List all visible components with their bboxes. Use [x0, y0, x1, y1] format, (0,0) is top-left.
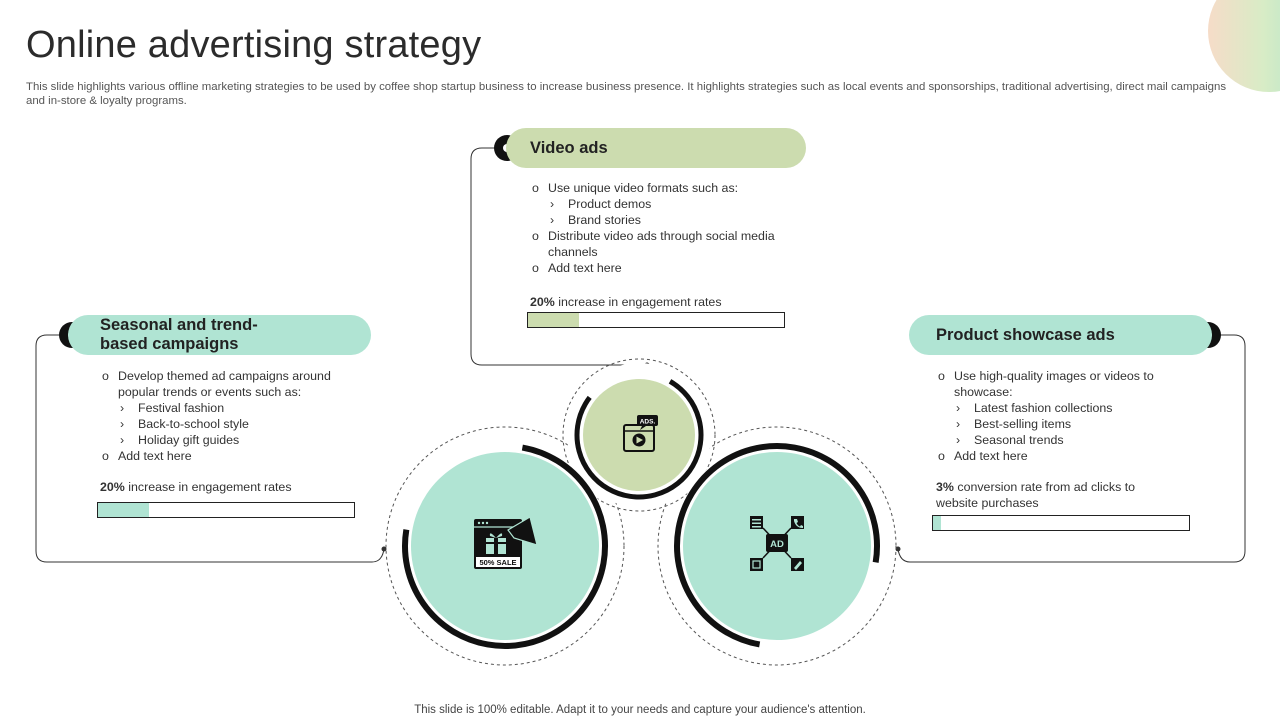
- video-ads-progress-fill: [528, 313, 580, 327]
- connector-end-dot: [895, 546, 901, 552]
- list-item: Latest fashion collections: [936, 400, 1206, 416]
- seasonal-title: Seasonal and trend-based campaigns: [100, 316, 258, 353]
- list-item: Add text here: [530, 260, 800, 276]
- list-item: Distribute video ads through social medi…: [530, 228, 800, 260]
- seasonal-bullets: Develop themed ad campaigns aroundpopula…: [100, 368, 370, 464]
- footer-note: This slide is 100% editable. Adapt it to…: [414, 704, 866, 716]
- product-showcase-bullets: Use high-quality images or videos toshow…: [936, 368, 1206, 464]
- ad-network-icon: AD: [750, 516, 804, 571]
- product-showcase-header: Product showcase ads: [909, 315, 1212, 355]
- ad-icon-label: AD: [770, 539, 784, 550]
- list-item: Seasonal trends: [936, 432, 1206, 448]
- product-showcase-title: Product showcase ads: [936, 325, 1115, 344]
- product-showcase-progress-bar: [932, 515, 1190, 531]
- ring-right: [673, 443, 880, 649]
- video-ads-title: Video ads: [530, 138, 608, 157]
- dashed-ring-right: [657, 426, 897, 666]
- list-item: Use high-quality images or videos toshow…: [936, 368, 1206, 400]
- dashed-ring-left: [385, 426, 625, 666]
- video-ads-bullets: Use unique video formats such as: Produc…: [530, 180, 800, 276]
- page-subtitle: This slide highlights various offline ma…: [26, 81, 1227, 107]
- list-item: Add text here: [936, 448, 1206, 464]
- connector-product: [897, 334, 1246, 563]
- connector-video: [470, 147, 647, 366]
- list-item: Product demos: [530, 196, 800, 212]
- list-item: Festival fashion: [100, 400, 370, 416]
- ads-icon-label: ADS.: [640, 419, 656, 426]
- page-title: Online advertising strategy: [26, 24, 482, 66]
- list-item: Use unique video formats such as:: [530, 180, 800, 196]
- seasonal-stat: 20% increase in engagement rates: [100, 480, 292, 494]
- ring-left: [402, 443, 608, 649]
- sale-icon-label: 50% SALE: [479, 558, 516, 567]
- seasonal-progress-fill: [98, 503, 150, 517]
- list-item: Holiday gift guides: [100, 432, 370, 448]
- product-showcase-progress-fill: [933, 516, 941, 530]
- video-ads-progress-bar: [527, 312, 785, 328]
- list-item: Brand stories: [530, 212, 800, 228]
- list-item: Back-to-school style: [100, 416, 370, 432]
- list-item: Best-selling items: [936, 416, 1206, 432]
- list-item: Add text here: [100, 448, 370, 464]
- seasonal-progress-bar: [97, 502, 355, 518]
- connector-end-dot: [381, 546, 387, 552]
- ring-top: [574, 370, 704, 500]
- seasonal-header: Seasonal and trend-based campaigns: [68, 315, 371, 355]
- dashed-ring-top: [562, 358, 716, 512]
- list-item: Develop themed ad campaigns aroundpopula…: [100, 368, 370, 400]
- video-ads-stat: 20% increase in engagement rates: [530, 295, 722, 309]
- sale-gift-icon: 50% SALE: [474, 516, 538, 569]
- connector-seasonal: [35, 334, 385, 563]
- video-ads-icon: ADS.: [623, 415, 658, 452]
- video-ads-header: Video ads: [506, 128, 806, 168]
